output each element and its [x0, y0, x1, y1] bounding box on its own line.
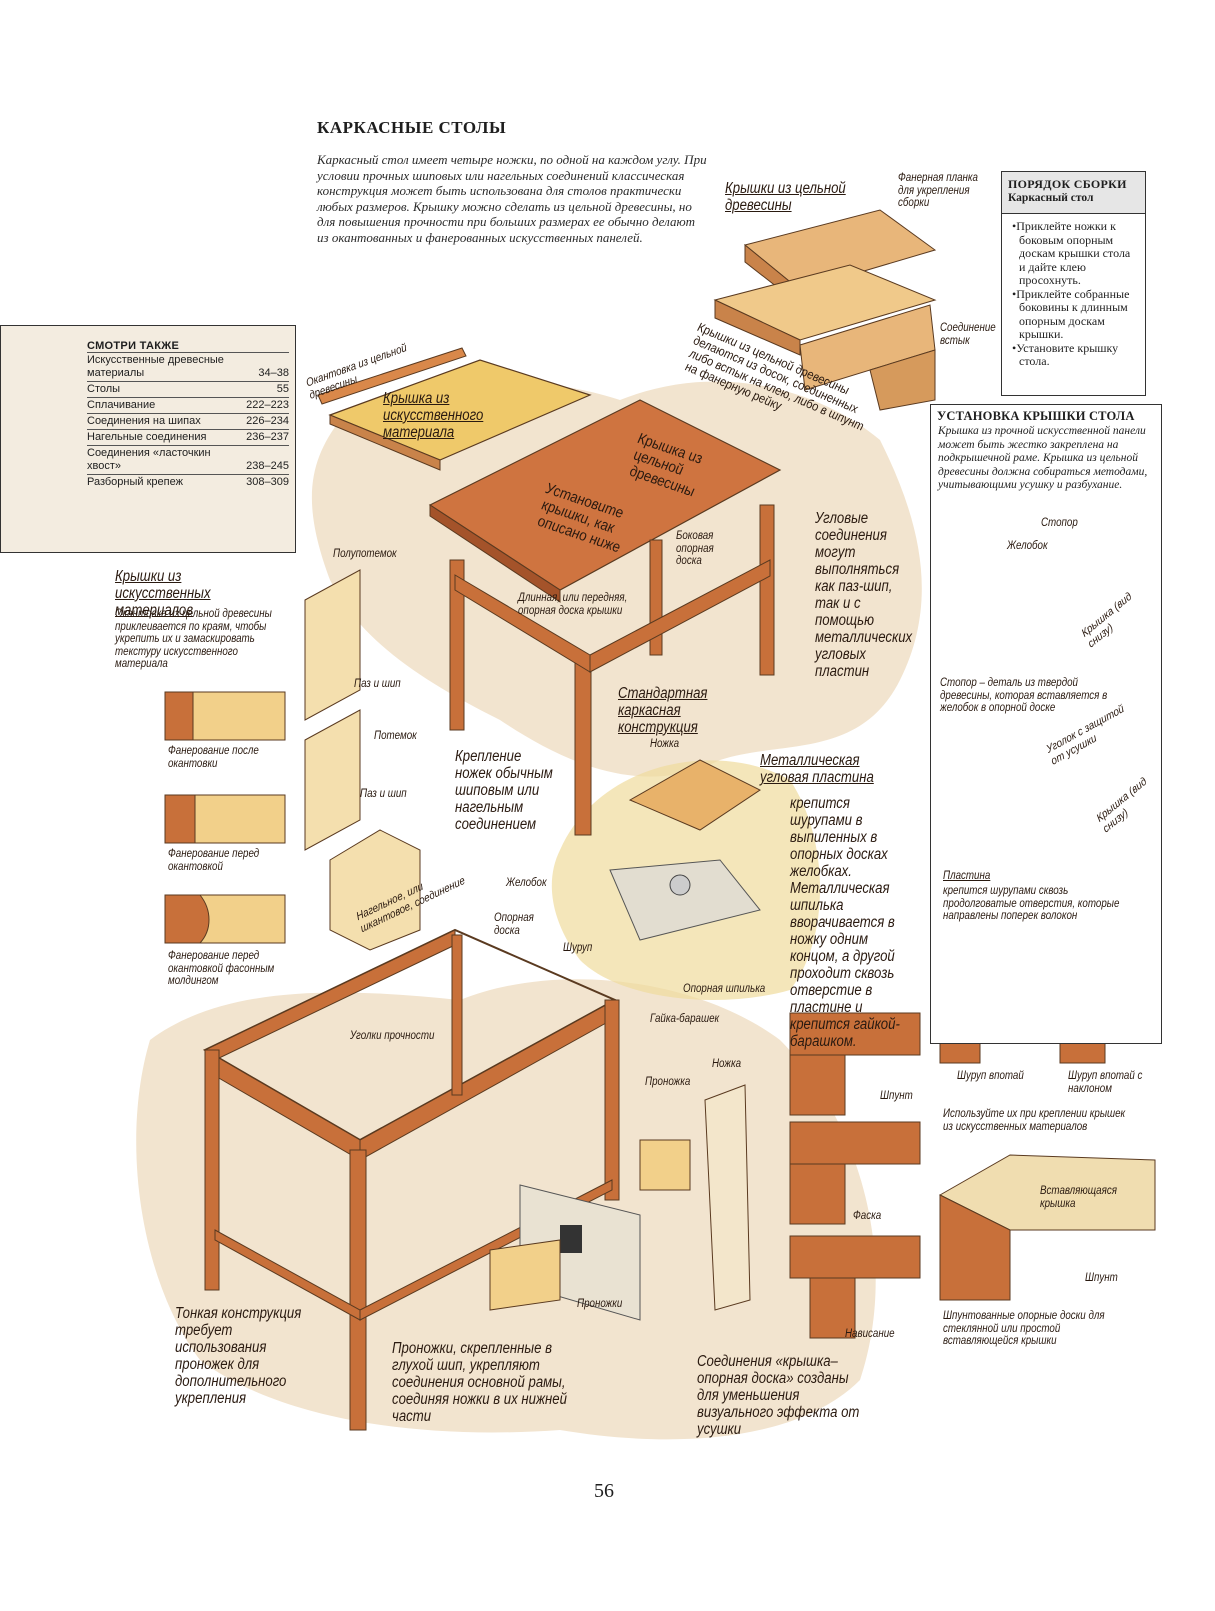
label-screw-use: Используйте их при креплении крышек из и… [943, 1108, 1126, 1133]
assembly-order-box: ПОРЯДОК СБОРКИ Каркасный стол Приклейте … [1001, 171, 1146, 396]
assembly-steps: Приклейте ножки к боковым опорным доскам… [1002, 219, 1145, 369]
label-overhang: Нависание [845, 1328, 895, 1340]
label-leg2: Ножка [712, 1058, 742, 1070]
label-mortise-tenon2: Паз и шип [360, 788, 407, 800]
page-number: 56 [594, 1480, 614, 1502]
edge-samples [164, 691, 286, 944]
see-also-label: Соединения на шипах [87, 413, 241, 430]
assembly-order-header: ПОРЯДОК СБОРКИ Каркасный стол [1002, 172, 1145, 214]
label-plate: Пластина [943, 870, 991, 882]
label-stretchers-desc: Проножки, скрепленные в глухой шип, укре… [392, 1340, 567, 1425]
see-also-label: Разборный крепеж [87, 474, 241, 490]
metal-plate-drawing [609, 759, 761, 941]
label-stud: Опорная шпилька [683, 983, 766, 995]
install-text: Крышка из прочной искусственной панели м… [938, 425, 1148, 491]
assembly-order-heading: ПОРЯДОК СБОРКИ [1008, 177, 1127, 191]
label-stop: Стопор [1041, 517, 1078, 529]
edging-strip [317, 347, 467, 405]
rail-profiles [789, 1012, 921, 1339]
label-plate-desc: крепится шурупами сквозь продолговатые о… [943, 885, 1120, 922]
install-heading: УСТАНОВКА КРЫШКИ СТОЛА [937, 409, 1135, 423]
label-insert-top: Вставляющаяся крышка [1040, 1185, 1117, 1210]
label-glass-note: Шпунтованные опорные доски для стеклянно… [943, 1310, 1105, 1347]
label-screw-angled: Шуруп впотай с наклоном [1068, 1070, 1143, 1095]
label-corner-joints: Угловые соединения могут выполняться как… [815, 510, 913, 680]
frame-table [449, 504, 775, 836]
label-veneer-moulding: Фанерование перед окантовкой фасонным мо… [168, 950, 275, 987]
solid-boards-drawing [713, 209, 937, 411]
see-also-pages: 236–237 [240, 429, 289, 446]
label-mortise-tenon: Паз и шип [354, 678, 401, 690]
see-also-label: Соединения «ласточкин хвост» [87, 445, 241, 475]
label-solid-top: Крышки из цельной древесины [725, 180, 846, 214]
assembly-order-subheading: Каркасный стол [1008, 192, 1094, 204]
see-also-label: Искусственные древесные материалы [87, 352, 241, 382]
label-leg-fix: Крепление ножек обычным шиповым или наге… [455, 748, 553, 833]
label-stretchers: Проножки [577, 1298, 623, 1310]
see-also-pages: 222–223 [240, 397, 289, 414]
see-also-pages: 34–38 [240, 352, 289, 382]
label-ply-strip: Фанерная планка для укрепления сборки [898, 172, 978, 209]
see-also-row[interactable]: Соединения «ласточкин хвост»238–245 [87, 445, 289, 475]
assembly-step: Установите крышку стола. [1012, 341, 1139, 369]
label-rail2: Опорная доска [494, 912, 534, 937]
label-stretcher: Проножка [645, 1076, 691, 1088]
see-also-pages: 226–234 [240, 413, 289, 430]
label-veneer-after: Фанерование после окантовки [168, 745, 259, 770]
label-chamfer: Фаска [853, 1210, 882, 1222]
see-also-heading: СМОТРИ ТАКЖЕ [87, 340, 180, 352]
label-standard-frame: Стандартная каркасная конструкция [618, 685, 708, 736]
see-also-pages: 55 [240, 381, 289, 398]
label-wingnut: Гайка-барашек [650, 1013, 720, 1025]
label-tongue3: Шпунт [1085, 1272, 1118, 1284]
label-tongue: Шпунт [880, 1090, 913, 1102]
wash-lower [136, 979, 876, 1440]
assembly-step: Приклейте собранные боковины к длинным о… [1012, 287, 1139, 342]
see-also-pages: 308–309 [240, 474, 289, 490]
see-also-pages: 238–245 [240, 445, 289, 475]
see-also-box: СМОТРИ ТАКЖЕ Искусственные древесные мат… [0, 325, 296, 553]
label-long-rail: Длинная, или передняя, опорная доска кры… [518, 592, 628, 617]
see-also-label: Нагельные соединения [87, 429, 241, 446]
label-butt-joint: Соединение встык [940, 322, 996, 347]
label-metal-plate: Металлическая угловая пластина [760, 752, 874, 786]
label-groove2: Желобок [506, 877, 547, 889]
label-half-groove: Полупотемок [333, 548, 397, 560]
page-title: КАРКАСНЫЕ СТОЛЫ [317, 118, 507, 137]
label-groove: Потемок [374, 730, 417, 742]
label-screw: Шуруп [563, 942, 593, 954]
intro-text: Каркасный стол имеет четыре ножки, по од… [317, 152, 707, 245]
see-also-label: Сплачивание [87, 397, 241, 414]
label-braces: Уголки прочности [350, 1030, 435, 1042]
joint-samples [304, 569, 421, 951]
label-manmade-top: Крышка из искусственного материала [383, 390, 484, 441]
label-thin-frame: Тонкая конструкция требует использования… [175, 1305, 302, 1407]
label-stop-desc: Стопор – деталь из твердой древесины, ко… [940, 677, 1108, 714]
stretcher-detail [489, 1084, 751, 1321]
label-leg: Ножка [650, 738, 680, 750]
label-manmade-desc: Окантовка из цельной древесины приклеива… [115, 608, 272, 670]
see-also-label: Столы [87, 381, 241, 398]
label-side-rail: Боковая опорная доска [676, 530, 714, 567]
label-screw-straight: Шуруп впотай [957, 1070, 1024, 1082]
label-veneer-before: Фанерование перед окантовкой [168, 848, 260, 873]
label-manmade-tops: Крышки из искусственных материалов [115, 568, 211, 619]
install-top-box: УСТАНОВКА КРЫШКИ СТОЛА Крышка из прочной… [930, 404, 1162, 1044]
assembly-step: Приклейте ножки к боковым опорным доскам… [1012, 219, 1139, 288]
label-metal-desc: крепится шурупами в выпиленных в опорных… [790, 795, 900, 1050]
label-groove3: Желобок [1007, 540, 1048, 552]
label-top-rail: Соединения «крышка–опорная доска» создан… [697, 1353, 860, 1438]
